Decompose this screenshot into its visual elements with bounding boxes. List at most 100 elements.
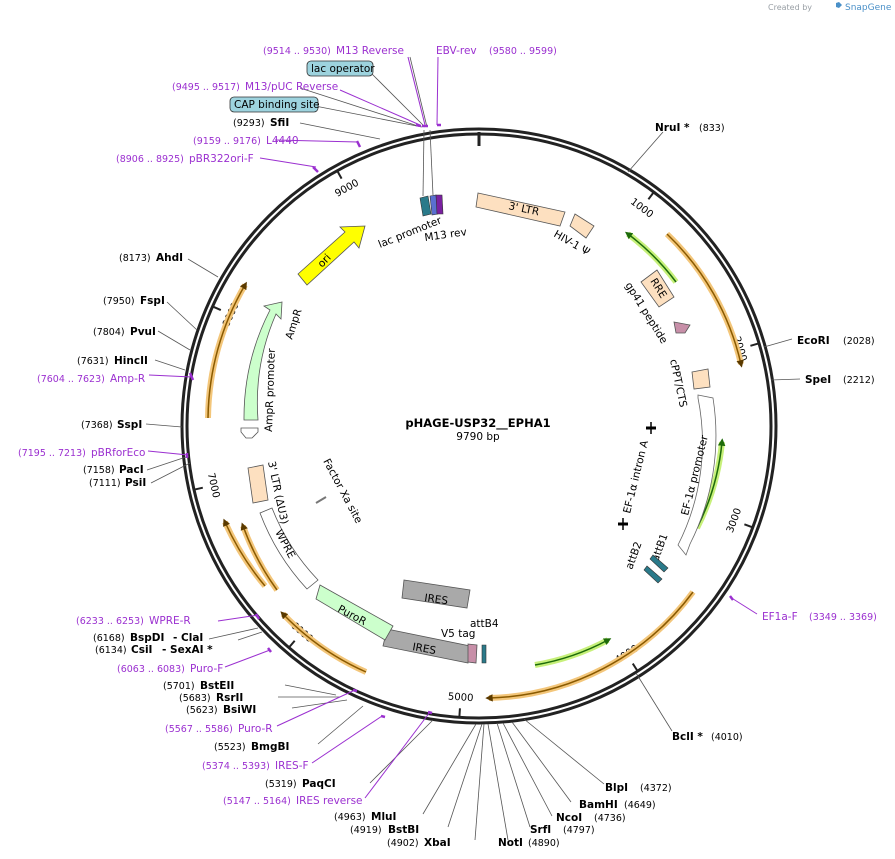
feature-puror[interactable] — [315, 584, 394, 641]
enzyme-pos: (4736) — [594, 813, 626, 824]
primer-pos: (6233 .. 6253) — [76, 616, 144, 627]
feature-rre[interactable] — [640, 269, 675, 308]
cap-binding-box[interactable] — [229, 96, 319, 113]
enzyme-name[interactable]: SpeI — [805, 374, 831, 386]
primer-name[interactable]: WPRE-R — [149, 615, 191, 627]
enzyme-name[interactable]: HincII — [114, 355, 148, 367]
primer-pos: (9514 .. 9530) — [263, 46, 331, 57]
enzyme-pos: (2028) — [843, 336, 875, 347]
feature-ori[interactable] — [297, 225, 366, 286]
enzyme-name[interactable]: PacI — [119, 464, 144, 476]
feature-attB1[interactable] — [649, 554, 669, 573]
green-arrow-1-core — [625, 231, 677, 283]
lac-operator-box[interactable] — [306, 60, 374, 77]
enzyme-name[interactable]: NruI * — [655, 122, 690, 134]
tick-label: 9000 — [333, 178, 361, 200]
primer-name[interactable]: Puro-R — [238, 723, 273, 735]
feature-hiv-psi[interactable] — [569, 213, 595, 239]
enzyme-name[interactable]: BclI * — [672, 731, 703, 743]
enzyme-name[interactable]: BmgBI — [251, 741, 289, 753]
enzyme-extra[interactable]: - SexAI * — [162, 644, 213, 656]
enzyme-name[interactable]: NcoI — [556, 812, 582, 824]
orf-arc-1 — [664, 231, 744, 365]
primer-pos: (5567 .. 5586) — [165, 724, 233, 735]
primer-name[interactable]: EF1a-F — [762, 611, 798, 623]
primer-pos: (3349 .. 3369) — [809, 612, 877, 623]
primer-pos: (7195 .. 7213) — [18, 448, 86, 459]
label-ampr: AmpR — [283, 307, 304, 341]
enzyme-name[interactable]: EcoRI — [797, 335, 830, 347]
enzyme-name[interactable]: PaqCI — [302, 778, 336, 790]
enzyme-name[interactable]: SrfI — [530, 824, 551, 836]
primer-name[interactable]: M13/pUC Reverse — [245, 81, 338, 93]
tick-mark — [336, 170, 343, 180]
enzyme-labels: NruI * (833) EcoRI (2028) SpeI (2212) Bc… — [77, 117, 875, 849]
tick-mark — [647, 191, 655, 200]
feature-attB2[interactable] — [643, 565, 663, 584]
feature-m13-site[interactable] — [435, 194, 444, 215]
primer-name[interactable]: pBRforEco — [91, 447, 145, 459]
tick-mark — [288, 640, 296, 649]
enzyme-pos: (4963) — [334, 812, 366, 823]
enzyme-pos: (4010) — [711, 732, 743, 743]
orf-arc-3-core — [280, 611, 367, 673]
enzyme-name[interactable]: PsiI — [125, 477, 146, 489]
feature-3ltr[interactable] — [475, 192, 566, 227]
feature-lac-promoter[interactable] — [419, 195, 432, 217]
feature-gp41[interactable] — [673, 321, 691, 334]
enzyme-name[interactable]: XbaI — [424, 837, 451, 849]
feature-v5-tag[interactable] — [467, 643, 478, 664]
feature-ampr[interactable] — [243, 301, 283, 421]
enzyme-name[interactable]: MluI — [371, 811, 396, 823]
enzyme-name[interactable]: SspI — [117, 419, 142, 431]
primer-name[interactable]: IRES-F — [275, 760, 309, 772]
enzyme-name[interactable]: FspI — [140, 295, 165, 307]
feature-ires-1[interactable] — [401, 579, 471, 609]
enzyme-name[interactable]: BstEII — [200, 680, 234, 692]
enzyme-name[interactable]: BamHI — [579, 799, 618, 811]
primer-name[interactable]: pBR322ori-F — [189, 153, 254, 165]
feature-wpre[interactable] — [259, 507, 319, 590]
feature-3ltr-du3[interactable] — [247, 464, 269, 504]
primer-markers — [185, 123, 734, 719]
label-ires-1: IRES — [424, 592, 449, 607]
primer-name[interactable]: Puro-F — [190, 663, 223, 675]
enzyme-name[interactable]: SfiI — [270, 117, 289, 129]
feature-attB4[interactable] — [481, 644, 487, 664]
enzyme-name[interactable]: RsrII — [216, 692, 243, 704]
tick-mark — [744, 523, 754, 529]
orf-arcs — [205, 231, 744, 702]
primer-name[interactable]: M13 Reverse — [336, 45, 404, 57]
feature-cppt[interactable] — [691, 368, 711, 390]
enzyme-name[interactable]: BspDI — [130, 632, 164, 644]
feature-ires-2[interactable] — [382, 628, 471, 664]
leader-lines — [145, 56, 801, 841]
feature-ef1a-promoter[interactable] — [677, 394, 717, 556]
primer-name[interactable]: IRES reverse — [296, 795, 363, 807]
enzyme-pos: (9293) — [233, 118, 265, 129]
enzyme-name[interactable]: NotI — [498, 837, 523, 849]
primer-name[interactable]: Amp-R — [110, 373, 145, 385]
feature-ampr-promoter[interactable] — [240, 427, 259, 439]
credit-brand: SnapGene — [845, 3, 892, 13]
enzyme-pos: (833) — [699, 123, 725, 134]
enzyme-extra[interactable]: - ClaI — [173, 632, 203, 644]
enzyme-name[interactable]: CsiI — [131, 644, 152, 656]
enzyme-pos: (5319) — [265, 779, 297, 790]
enzyme-pos: (5623) — [186, 705, 218, 716]
feature-factor-xa[interactable] — [315, 496, 327, 504]
enzyme-name[interactable]: AhdI — [156, 252, 183, 264]
primer-pos: (6063 .. 6083) — [117, 664, 185, 675]
primer-name[interactable]: EBV-rev — [436, 45, 477, 57]
enzyme-name[interactable]: BstBI — [388, 824, 419, 836]
enzyme-pos: (4797) — [563, 825, 595, 836]
enzyme-pos: (5683) — [179, 693, 211, 704]
enzyme-name[interactable]: PvuI — [130, 326, 156, 338]
primer-name[interactable]: L4440 — [266, 135, 299, 147]
enzyme-pos: (5523) — [214, 742, 246, 753]
tick-label: 7000 — [205, 472, 221, 499]
enzyme-name[interactable]: BsiWI — [223, 704, 256, 716]
label-ef1a-intron: EF-1α intron A — [621, 438, 651, 514]
enzyme-name[interactable]: BlpI — [605, 782, 628, 794]
green-arrows — [534, 231, 726, 668]
